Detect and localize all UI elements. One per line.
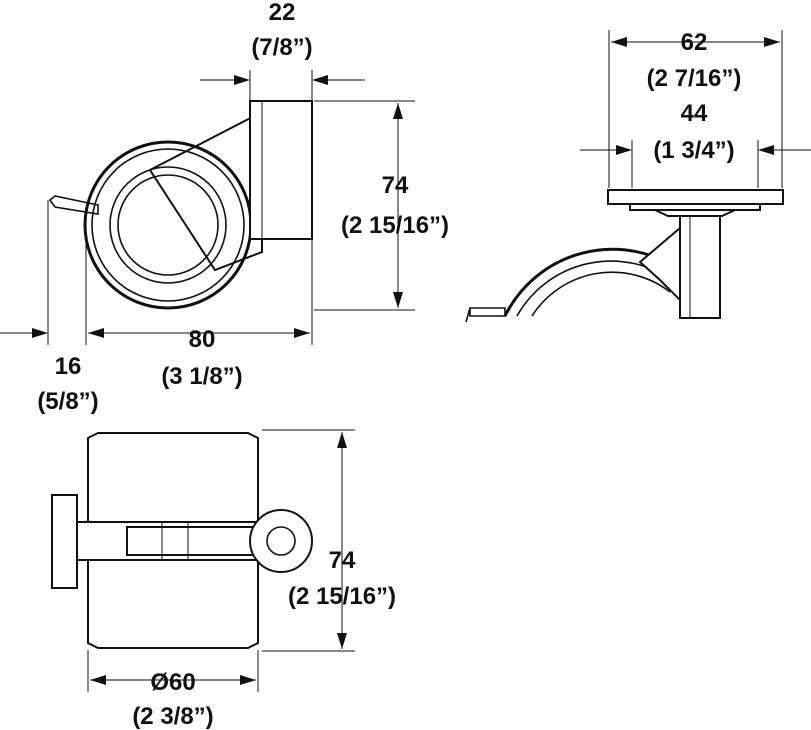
brake-pedal <box>51 494 78 589</box>
dim-60-metric: Ø60 <box>150 669 195 696</box>
wheel-rim <box>109 166 227 284</box>
dim-80-metric: 80 <box>189 326 216 353</box>
dim-side-74-metric: 74 <box>382 172 409 199</box>
plate-view-stem <box>679 212 721 319</box>
dim-22-metric: 22 <box>269 0 296 26</box>
bottom-view <box>51 429 355 692</box>
fork-arm <box>148 110 263 272</box>
wheel-lower-half <box>87 559 259 649</box>
dim-44-metric: 44 <box>681 100 708 127</box>
swivel-stem-outer <box>249 509 313 573</box>
dim-80-imperial: (3 1/8”) <box>161 363 242 390</box>
dim-bottom-74-metric: 74 <box>329 547 356 574</box>
dim-60-imperial: (2 3/8”) <box>132 703 213 730</box>
dim-side-74-imperial: (2 15/16”) <box>341 212 449 239</box>
plate-view-brake <box>469 307 506 317</box>
dim-62-imperial: (2 7/16”) <box>647 65 742 92</box>
dim-22-imperial: (7/8”) <box>251 34 312 61</box>
side-view <box>0 70 415 345</box>
dim-16-imperial: (5/8”) <box>37 388 98 415</box>
stem <box>249 100 313 240</box>
brake-lever <box>48 195 99 215</box>
mounting-plate <box>607 189 784 205</box>
swivel-stem-inner <box>266 526 296 556</box>
dim-62-metric: 62 <box>681 29 708 56</box>
wheel-upper-half <box>87 432 259 523</box>
wheel-hub <box>117 174 219 276</box>
plate-view <box>465 30 811 323</box>
dim-16-metric: 16 <box>55 353 82 380</box>
wheel-tread <box>91 148 245 302</box>
dim-44-imperial: (1 3/4”) <box>653 137 734 164</box>
dim-bottom-74-imperial: (2 15/16”) <box>288 583 396 610</box>
